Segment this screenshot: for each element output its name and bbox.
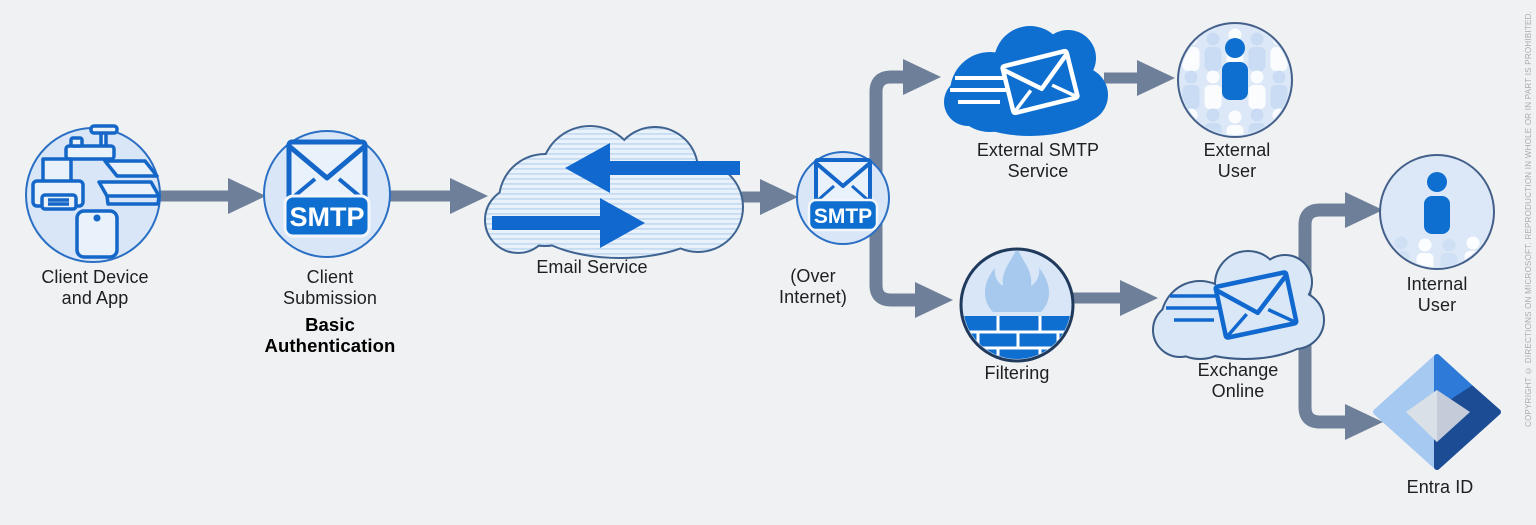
exchange-online-label: Exchange Online <box>1197 360 1279 401</box>
tablet-icon <box>75 209 119 259</box>
printer-icon <box>31 157 85 211</box>
flame-icon <box>985 251 1049 312</box>
arrow-filtering-to-exchange <box>1073 280 1158 316</box>
smtp-over-internet-node: SMTP <box>796 151 890 245</box>
exchange-online-cloud-icon <box>1152 250 1325 360</box>
envelope-icon <box>1213 270 1299 340</box>
envelope-icon <box>286 139 368 203</box>
arrow-device-to-submission <box>158 178 266 214</box>
email-service-cloud-icon <box>484 125 744 259</box>
basic-authentication-label: Basic Authentication <box>264 314 396 357</box>
copyright-notice: COPYRIGHT © DIRECTIONS ON MICROSOFT. REP… <box>1524 10 1533 427</box>
external-smtp-label: External SMTP Service <box>976 140 1100 181</box>
client-submission-node: SMTP <box>263 130 391 258</box>
client-device-label: Client Device and App <box>41 267 149 308</box>
external-user-label: External User <box>1203 140 1271 181</box>
envelope-icon <box>814 158 872 204</box>
smtp-badge: SMTP <box>283 194 371 238</box>
speed-lines-icon <box>950 76 1012 104</box>
external-user-node <box>1177 22 1293 138</box>
envelope-icon <box>1000 48 1080 116</box>
external-smtp-cloud-icon <box>944 26 1108 136</box>
user-icon <box>1222 38 1248 100</box>
smtp-badge-text: SMTP <box>289 202 364 232</box>
client-device-node <box>25 124 161 263</box>
entra-id-label: Entra ID <box>1406 477 1474 497</box>
filtering-label: Filtering <box>984 363 1050 383</box>
scanner-icon <box>97 159 161 206</box>
over-internet-label: (Over Internet) <box>779 266 847 307</box>
filtering-node <box>959 247 1075 363</box>
arrow-submission-to-emailservice <box>390 178 488 214</box>
smtp-badge: SMTP <box>807 198 879 232</box>
client-submission-label: Client Submission <box>282 267 378 308</box>
internal-user-node <box>1379 154 1495 270</box>
user-icon <box>1424 172 1450 234</box>
mail-flow-arrows-icon <box>492 143 740 248</box>
arrow-extsmtp-to-extuser <box>1104 60 1175 96</box>
internal-user-label: Internal User <box>1406 274 1468 315</box>
email-service-label: Email Service <box>536 257 648 277</box>
entra-id-logo-icon <box>1373 354 1501 470</box>
desk-device-icon <box>64 124 119 161</box>
smtp-badge-text: SMTP <box>814 205 872 228</box>
